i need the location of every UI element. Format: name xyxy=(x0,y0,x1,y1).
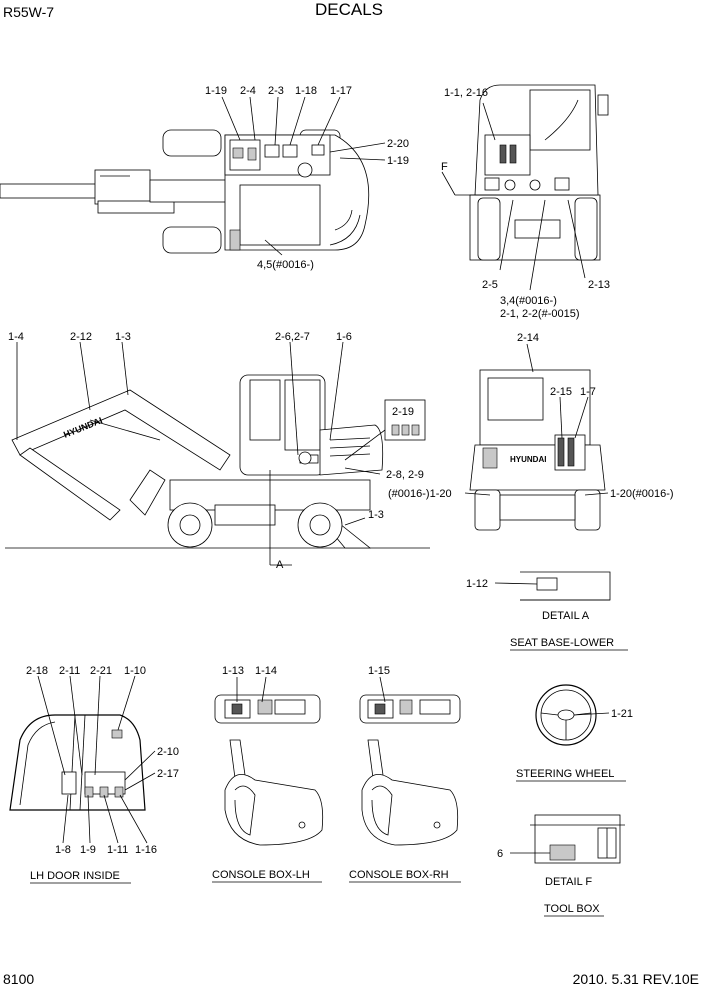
lh-door-inside-caption: LH DOOR INSIDE xyxy=(30,870,120,882)
callout: (#0016-)1-20 xyxy=(388,488,452,500)
page-number: 8100 xyxy=(3,971,34,987)
callout: 1-7 xyxy=(580,386,596,398)
rear-view: 1-1, 2-16 F 2-5 2-13 3,4(#0016-) 2-1, 2-… xyxy=(441,84,610,320)
top-view: 1-19 2-4 2-3 1-18 1-17 2-20 1-19 4,5(#00… xyxy=(0,85,409,271)
callout: 1-19 xyxy=(387,155,409,167)
side-view: HYUNDAI 1-4 xyxy=(5,331,430,571)
sheet-title: DECALS xyxy=(315,0,383,19)
callout: 4,5(#0016-) xyxy=(257,259,314,271)
callout: 2-8, 2-9 xyxy=(386,469,424,481)
callout: 1-11 xyxy=(107,844,128,856)
callout: 1-17 xyxy=(330,85,352,97)
callout: 1-21 xyxy=(611,708,633,720)
callout: 2-5 xyxy=(482,279,498,291)
callout: 2-14 xyxy=(517,332,539,344)
callout: A xyxy=(276,559,284,571)
callout: 2-19 xyxy=(392,406,414,418)
callout: 2-12 xyxy=(70,331,92,343)
callout: 1-13 xyxy=(222,665,244,677)
detail-a: 1-12 DETAIL A SEAT BASE-LOWER xyxy=(466,571,628,651)
callout: 6 xyxy=(497,848,503,860)
callout: 2-3 xyxy=(268,85,284,97)
callout: 3,4(#0016-) xyxy=(500,295,557,307)
callout: 1-12 xyxy=(466,578,488,590)
callout: 2-21 xyxy=(90,665,112,677)
callout: 2-4 xyxy=(240,85,256,97)
callout: 1-10 xyxy=(124,665,146,677)
callout: 2-20 xyxy=(387,138,409,150)
steering-wheel: 1-21 STEERING WHEEL xyxy=(516,684,633,782)
callout: 2-11 xyxy=(59,665,80,677)
tool-box-detail: 6 DETAIL F TOOL BOX xyxy=(497,814,625,917)
callout: 2-15 xyxy=(550,386,572,398)
rear-cab-view: HYUNDAI 2-14 2-15 1-7 (#0016-)1-20 1-20(… xyxy=(388,332,674,531)
callout: 2-1, 2-2(#-0015) xyxy=(500,308,580,320)
callout: 2-10 xyxy=(157,746,179,758)
detail-a-caption: DETAIL A xyxy=(542,610,590,622)
callout: 1-6 xyxy=(336,331,352,343)
steering-wheel-caption: STEERING WHEEL xyxy=(516,768,614,780)
callout: 1-3 xyxy=(115,331,131,343)
detail-f-caption: DETAIL F xyxy=(545,876,592,888)
callout: 1-19 xyxy=(205,85,227,97)
model-code: R55W-7 xyxy=(3,4,54,20)
revision-stamp: 2010. 5.31 REV.10E xyxy=(573,971,699,987)
console-box-lh: 1-13 1-14 CONSOLE BOX-LH xyxy=(212,665,324,883)
callout: 1-16 xyxy=(135,844,157,856)
console-box-rh: 1-15 CONSOLE BOX-RH xyxy=(349,665,461,883)
callout: 2-6,2-7 xyxy=(275,331,310,343)
callout: 1-4 xyxy=(8,331,24,343)
callout: 2-18 xyxy=(26,665,48,677)
callout: 1-3 xyxy=(368,509,384,521)
callout: 1-20(#0016-) xyxy=(610,488,674,500)
counterweight-decal-text: HYUNDAI xyxy=(510,455,546,464)
callout: 1-15 xyxy=(368,665,390,677)
lh-door-inside: 2-18 2-11 2-21 1-10 2-10 2-17 1-8 1-9 1-… xyxy=(9,665,179,884)
seat-base-caption: SEAT BASE-LOWER xyxy=(510,637,614,649)
tool-box-caption: TOOL BOX xyxy=(544,903,600,915)
console-lh-caption: CONSOLE BOX-LH xyxy=(212,869,310,881)
callout: 1-14 xyxy=(255,665,277,677)
callout: 1-18 xyxy=(295,85,317,97)
callout: 2-17 xyxy=(157,768,179,780)
callout: 1-9 xyxy=(80,844,96,856)
callout: 1-1, 2-16 xyxy=(444,87,488,99)
callout: 1-8 xyxy=(55,844,71,856)
callout: F xyxy=(441,161,448,173)
callout: 2-13 xyxy=(588,279,610,291)
console-rh-caption: CONSOLE BOX-RH xyxy=(349,869,449,881)
